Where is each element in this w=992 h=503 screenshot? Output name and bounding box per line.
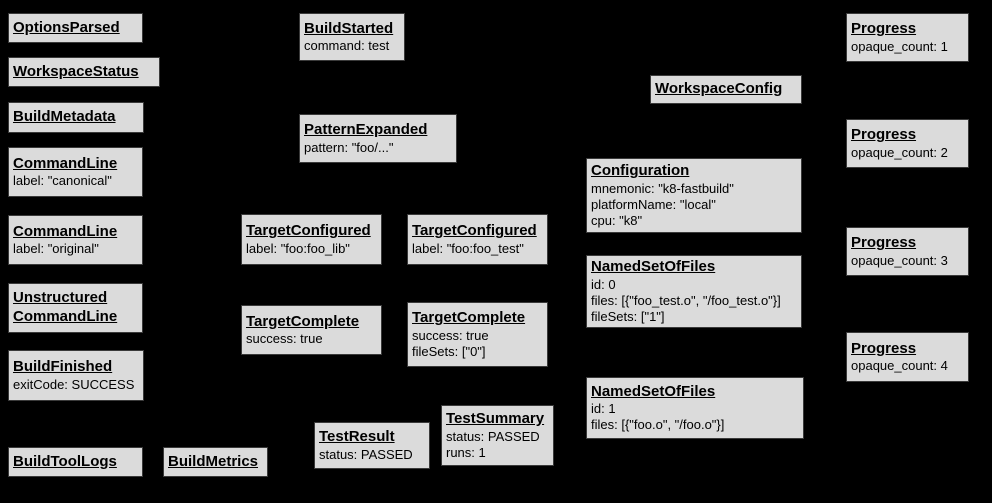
node-title: WorkspaceStatus (13, 62, 139, 80)
node-title: NamedSetOfFiles (591, 258, 716, 276)
node-title: PatternExpanded (304, 121, 428, 139)
node-title: Configuration (591, 162, 690, 180)
node-progress-3: Progress opaque_count: 3 (846, 227, 969, 276)
node-command-line-canonical: CommandLine label: "canonical" (8, 147, 143, 197)
node-options-parsed: OptionsParsed (8, 13, 143, 43)
node-progress-1: Progress opaque_count: 1 (846, 13, 969, 62)
node-build-finished: BuildFinished exitCode: SUCCESS (8, 350, 144, 401)
node-field: opaque_count: 4 (851, 358, 948, 374)
node-target-configured-foo-test: TargetConfigured label: "foo:foo_test" (407, 214, 548, 265)
node-field: label: "original" (13, 241, 99, 257)
node-field: opaque_count: 3 (851, 252, 948, 268)
node-progress-2: Progress opaque_count: 2 (846, 119, 969, 168)
node-build-tool-logs: BuildToolLogs (8, 447, 143, 477)
node-test-summary: TestSummary status: PASSED runs: 1 (441, 405, 554, 466)
node-build-metadata: BuildMetadata (8, 102, 144, 133)
node-field: label: "foo:foo_lib" (246, 240, 350, 256)
node-field: fileSets: ["1"] (591, 308, 665, 324)
node-workspace-status: WorkspaceStatus (8, 57, 160, 87)
node-title: Progress (851, 234, 917, 252)
node-pattern-expanded: PatternExpanded pattern: "foo/..." (299, 114, 457, 163)
node-build-metrics: BuildMetrics (163, 447, 268, 477)
node-field: command: test (304, 38, 390, 54)
node-unstructured-command-line: Unstructured CommandLine (8, 283, 143, 333)
node-field: files: [{"foo_test.o", "/foo_test.o"}] (591, 292, 781, 308)
node-title: CommandLine (13, 222, 118, 240)
node-title: WorkspaceConfig (655, 80, 783, 98)
node-field: success: true (412, 327, 489, 343)
node-target-complete-foo-test: TargetComplete success: true fileSets: [… (407, 302, 548, 367)
node-target-configured-foo-lib: TargetConfigured label: "foo:foo_lib" (241, 214, 382, 265)
node-field: runs: 1 (446, 444, 486, 460)
node-build-started: BuildStarted command: test (299, 13, 405, 61)
node-title: TargetConfigured (412, 222, 537, 240)
node-title: BuildMetadata (13, 108, 116, 126)
node-field: label: "canonical" (13, 173, 112, 189)
node-title: Unstructured CommandLine (13, 289, 118, 325)
node-field: id: 1 (591, 401, 616, 417)
node-title: TargetComplete (246, 312, 360, 330)
node-field: mnemonic: "k8-fastbuild" (591, 180, 734, 196)
node-title: TestSummary (446, 410, 545, 428)
node-field: platformName: "local" (591, 196, 716, 212)
node-field: files: [{"foo.o", "/foo.o"}] (591, 417, 725, 433)
node-field: fileSets: ["0"] (412, 343, 486, 359)
node-field: cpu: "k8" (591, 212, 643, 228)
node-workspace-config: WorkspaceConfig (650, 75, 802, 104)
node-title: OptionsParsed (13, 18, 120, 36)
node-title: BuildStarted (304, 19, 394, 37)
node-field: status: PASSED (446, 428, 540, 444)
node-progress-4: Progress opaque_count: 4 (846, 332, 969, 382)
node-field: status: PASSED (319, 446, 413, 462)
node-title: NamedSetOfFiles (591, 382, 716, 400)
node-title: CommandLine (13, 154, 118, 172)
node-title: Progress (851, 20, 917, 38)
node-field: id: 0 (591, 276, 616, 292)
node-named-set-of-files-0: NamedSetOfFiles id: 0 files: [{"foo_test… (586, 255, 802, 328)
node-field: success: true (246, 331, 323, 347)
node-title: Progress (851, 126, 917, 144)
node-named-set-of-files-1: NamedSetOfFiles id: 1 files: [{"foo.o", … (586, 377, 804, 439)
node-title: BuildMetrics (168, 452, 259, 470)
node-field: opaque_count: 1 (851, 38, 948, 54)
node-title: BuildFinished (13, 358, 113, 376)
node-title: Progress (851, 339, 917, 357)
node-title: TargetConfigured (246, 222, 371, 240)
node-title: BuildToolLogs (13, 452, 117, 470)
node-configuration: Configuration mnemonic: "k8-fastbuild" p… (586, 158, 802, 233)
node-field: exitCode: SUCCESS (13, 376, 135, 392)
node-test-result: TestResult status: PASSED (314, 422, 430, 469)
node-title: TargetComplete (412, 309, 526, 327)
node-target-complete-foo-lib: TargetComplete success: true (241, 305, 382, 355)
node-command-line-original: CommandLine label: "original" (8, 215, 143, 265)
node-field: pattern: "foo/..." (304, 139, 394, 155)
node-title: TestResult (319, 428, 395, 446)
node-field: label: "foo:foo_test" (412, 240, 524, 256)
node-field: opaque_count: 2 (851, 144, 948, 160)
